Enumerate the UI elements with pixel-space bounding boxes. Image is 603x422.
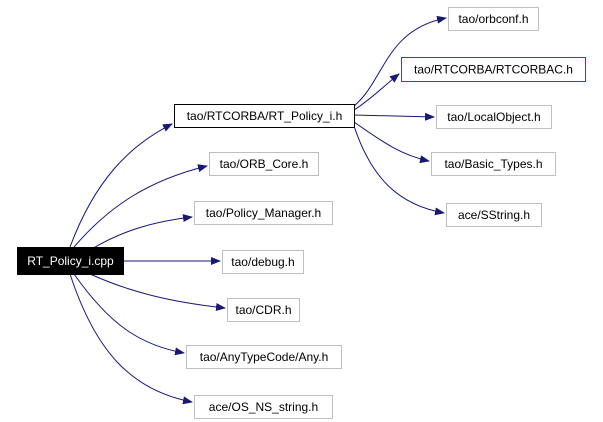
- node-box-rtcorbac: [401, 57, 586, 82]
- node-label-sstring: ace/SString.h: [458, 208, 530, 222]
- edge-rt_policy_h-to-basic_types: [353, 121, 430, 164]
- node-box-debug: [222, 250, 304, 274]
- edge-rt_policy_h-to-rtcorbac: [353, 73, 400, 111]
- node-rt_policy_h[interactable]: tao/RTCORBA/RT_Policy_i.h: [174, 104, 355, 128]
- node-localobject[interactable]: tao/LocalObject.h: [436, 105, 552, 129]
- node-label-localobject: tao/LocalObject.h: [447, 110, 540, 124]
- node-box-any: [186, 345, 342, 369]
- node-label-any: tao/AnyTypeCode/Any.h: [200, 350, 329, 364]
- node-box-root: [17, 247, 124, 275]
- node-label-rt_policy_h: tao/RTCORBA/RT_Policy_i.h: [187, 109, 343, 123]
- node-label-basic_types: tao/Basic_Types.h: [444, 157, 542, 171]
- node-box-policy_mgr: [194, 201, 333, 225]
- node-box-basic_types: [431, 152, 556, 176]
- node-debug[interactable]: tao/debug.h: [222, 250, 304, 274]
- node-basic_types[interactable]: tao/Basic_Types.h: [431, 152, 556, 176]
- edge-rt_policy_h-to-localobject: [353, 112, 435, 121]
- node-box-rt_policy_h: [174, 104, 355, 128]
- node-label-orb_core: tao/ORB_Core.h: [220, 157, 309, 171]
- node-box-orb_core: [209, 152, 319, 176]
- node-orbconf[interactable]: tao/orbconf.h: [448, 7, 539, 31]
- node-box-sstring: [446, 203, 542, 227]
- node-label-root: RT_Policy_i.cpp: [27, 254, 114, 268]
- edge-root-to-rt_policy_h: [69, 123, 173, 248]
- node-label-os_ns: ace/OS_NS_string.h: [209, 400, 318, 414]
- node-label-orbconf: tao/orbconf.h: [458, 12, 528, 26]
- node-rtcorbac[interactable]: tao/RTCORBA/RTCORBAC.h: [401, 57, 586, 82]
- edge-root-to-orb_core: [73, 164, 208, 248]
- edge-root-to-cdr: [89, 273, 226, 311]
- edge-root-to-policy_mgr: [89, 214, 193, 251]
- node-cdr[interactable]: tao/CDR.h: [227, 298, 300, 322]
- node-any[interactable]: tao/AnyTypeCode/Any.h: [186, 345, 342, 369]
- nodes-layer: RT_Policy_i.cpp tao/RTCORBA/RT_Policy_i.h…: [17, 7, 586, 419]
- node-sstring[interactable]: ace/SString.h: [446, 203, 542, 227]
- node-orb_core[interactable]: tao/ORB_Core.h: [209, 152, 319, 176]
- node-label-cdr: tao/CDR.h: [235, 303, 291, 317]
- node-label-policy_mgr: tao/Policy_Manager.h: [206, 206, 321, 220]
- node-policy_mgr[interactable]: tao/Policy_Manager.h: [194, 201, 333, 225]
- edge-root-to-any: [73, 273, 185, 356]
- node-label-rtcorbac: tao/RTCORBA/RTCORBAC.h: [414, 63, 573, 77]
- node-os_ns[interactable]: ace/OS_NS_string.h: [194, 395, 333, 419]
- node-box-cdr: [227, 298, 300, 322]
- edges-layer: [69, 15, 447, 405]
- node-box-localobject: [436, 105, 552, 129]
- edge-rt_policy_h-to-sstring: [353, 125, 445, 216]
- node-root[interactable]: RT_Policy_i.cpp: [17, 247, 124, 275]
- edge-rt_policy_h-to-orbconf: [353, 15, 447, 107]
- edge-root-to-os_ns: [69, 273, 193, 405]
- node-box-orbconf: [448, 7, 539, 31]
- node-label-debug: tao/debug.h: [231, 255, 294, 269]
- node-box-os_ns: [194, 395, 333, 419]
